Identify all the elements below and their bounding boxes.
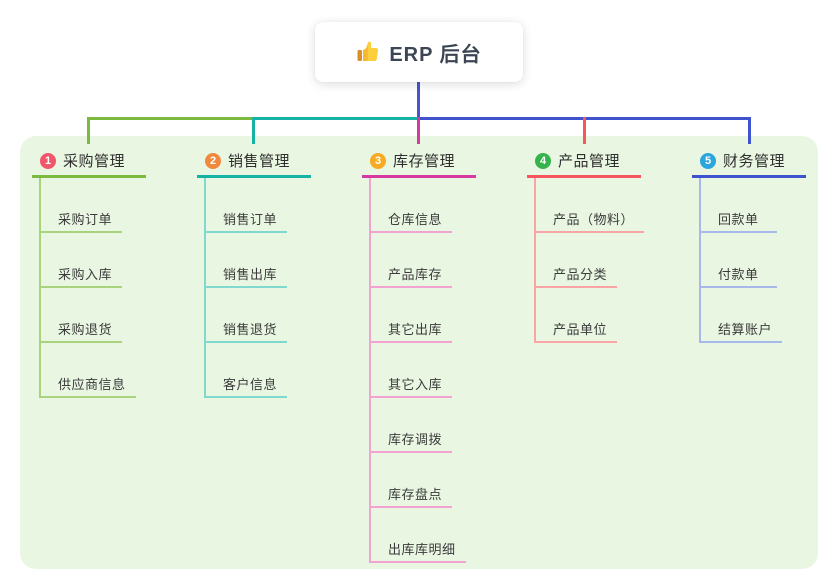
child-node: 采购入库 [41, 267, 123, 288]
child-node: 产品单位 [536, 322, 618, 343]
drop-line-product [583, 117, 586, 144]
branch-inventory: 3 库存管理 仓库信息 产品库存 其它出库 其它入库 库存调拨 库存盘点 出库库… [362, 146, 512, 563]
branch-purchase: 1 采购管理 采购订单 采购入库 采购退货 供应商信息 [32, 146, 182, 398]
branch-inventory-title: 3 库存管理 [362, 146, 476, 178]
child-node: 其它入库 [371, 377, 453, 398]
child-node: 产品分类 [536, 267, 618, 288]
child-node-row: 产品分类 [536, 233, 677, 288]
child-node: 结算账户 [701, 322, 783, 343]
drop-line-inventory [417, 117, 420, 144]
root-node-title: ERP 后台 [389, 43, 482, 66]
child-node: 客户信息 [206, 377, 288, 398]
child-node-row: 采购订单 [41, 178, 182, 233]
child-node: 销售订单 [206, 212, 288, 233]
child-node: 其它出库 [371, 322, 453, 343]
child-node: 出库库明细 [371, 542, 466, 563]
child-node-row: 其它出库 [371, 288, 512, 343]
child-node-row: 出库库明细 [371, 508, 512, 563]
branch-finance: 5 财务管理 回款单 付款单 结算账户 [692, 146, 839, 343]
child-node-row: 销售出库 [206, 233, 347, 288]
root-node: ERP 后台 [315, 22, 523, 82]
child-node-row: 产品库存 [371, 233, 512, 288]
child-node-row: 库存调拨 [371, 398, 512, 453]
branch-title-label: 财务管理 [723, 153, 786, 170]
branch-finance-children: 回款单 付款单 结算账户 [699, 178, 839, 343]
drop-line-purchase [87, 117, 90, 144]
branch-inventory-children: 仓库信息 产品库存 其它出库 其它入库 库存调拨 库存盘点 出库库明细 [369, 178, 512, 563]
branch-finance-title: 5 财务管理 [692, 146, 806, 178]
child-node-row: 其它入库 [371, 343, 512, 398]
branch-product-title: 4 产品管理 [527, 146, 641, 178]
branch-number-badge: 5 [700, 152, 716, 169]
child-node: 采购订单 [41, 212, 123, 233]
branch-title-label: 销售管理 [228, 153, 291, 170]
root-connector-line [417, 82, 420, 117]
branch-title-label: 采购管理 [63, 153, 126, 170]
child-node: 付款单 [701, 267, 777, 288]
bus-line-sales [252, 117, 420, 120]
child-node: 库存调拨 [371, 432, 453, 453]
child-node-row: 供应商信息 [41, 343, 182, 398]
child-node: 供应商信息 [41, 377, 136, 398]
child-node: 仓库信息 [371, 212, 453, 233]
branch-sales-children: 销售订单 销售出库 销售退货 客户信息 [204, 178, 347, 398]
child-node: 销售出库 [206, 267, 288, 288]
child-node-row: 付款单 [701, 233, 839, 288]
child-node-row: 结算账户 [701, 288, 839, 343]
child-node-row: 产品单位 [536, 288, 677, 343]
bus-line-purchase [87, 117, 255, 120]
child-node-row: 销售退货 [206, 288, 347, 343]
branch-number-badge: 4 [535, 152, 551, 169]
drop-line-finance [748, 117, 751, 144]
child-node-row: 客户信息 [206, 343, 347, 398]
child-node-row: 仓库信息 [371, 178, 512, 233]
child-node-row: 销售订单 [206, 178, 347, 233]
branch-number-badge: 2 [205, 152, 221, 169]
branch-title-label: 产品管理 [558, 153, 621, 170]
branch-title-label: 库存管理 [393, 153, 456, 170]
child-node: 产品库存 [371, 267, 453, 288]
mindmap-background-panel [20, 136, 818, 569]
child-node: 产品（物料） [536, 212, 645, 233]
branch-sales-title: 2 销售管理 [197, 146, 311, 178]
drop-line-sales [252, 117, 255, 144]
branch-purchase-children: 采购订单 采购入库 采购退货 供应商信息 [39, 178, 182, 398]
child-node-row: 产品（物料） [536, 178, 677, 233]
child-node: 库存盘点 [371, 487, 453, 508]
child-node: 回款单 [701, 212, 777, 233]
branch-number-badge: 1 [40, 152, 56, 169]
child-node-row: 库存盘点 [371, 453, 512, 508]
child-node-row: 采购入库 [41, 233, 182, 288]
thumbs-up-icon [357, 41, 379, 61]
branch-purchase-title: 1 采购管理 [32, 146, 146, 178]
branch-sales: 2 销售管理 销售订单 销售出库 销售退货 客户信息 [197, 146, 347, 398]
branch-product-children: 产品（物料） 产品分类 产品单位 [534, 178, 677, 343]
child-node-row: 回款单 [701, 178, 839, 233]
branch-number-badge: 3 [370, 152, 386, 169]
child-node: 采购退货 [41, 322, 123, 343]
child-node-row: 采购退货 [41, 288, 182, 343]
child-node: 销售退货 [206, 322, 288, 343]
branch-product: 4 产品管理 产品（物料） 产品分类 产品单位 [527, 146, 677, 343]
